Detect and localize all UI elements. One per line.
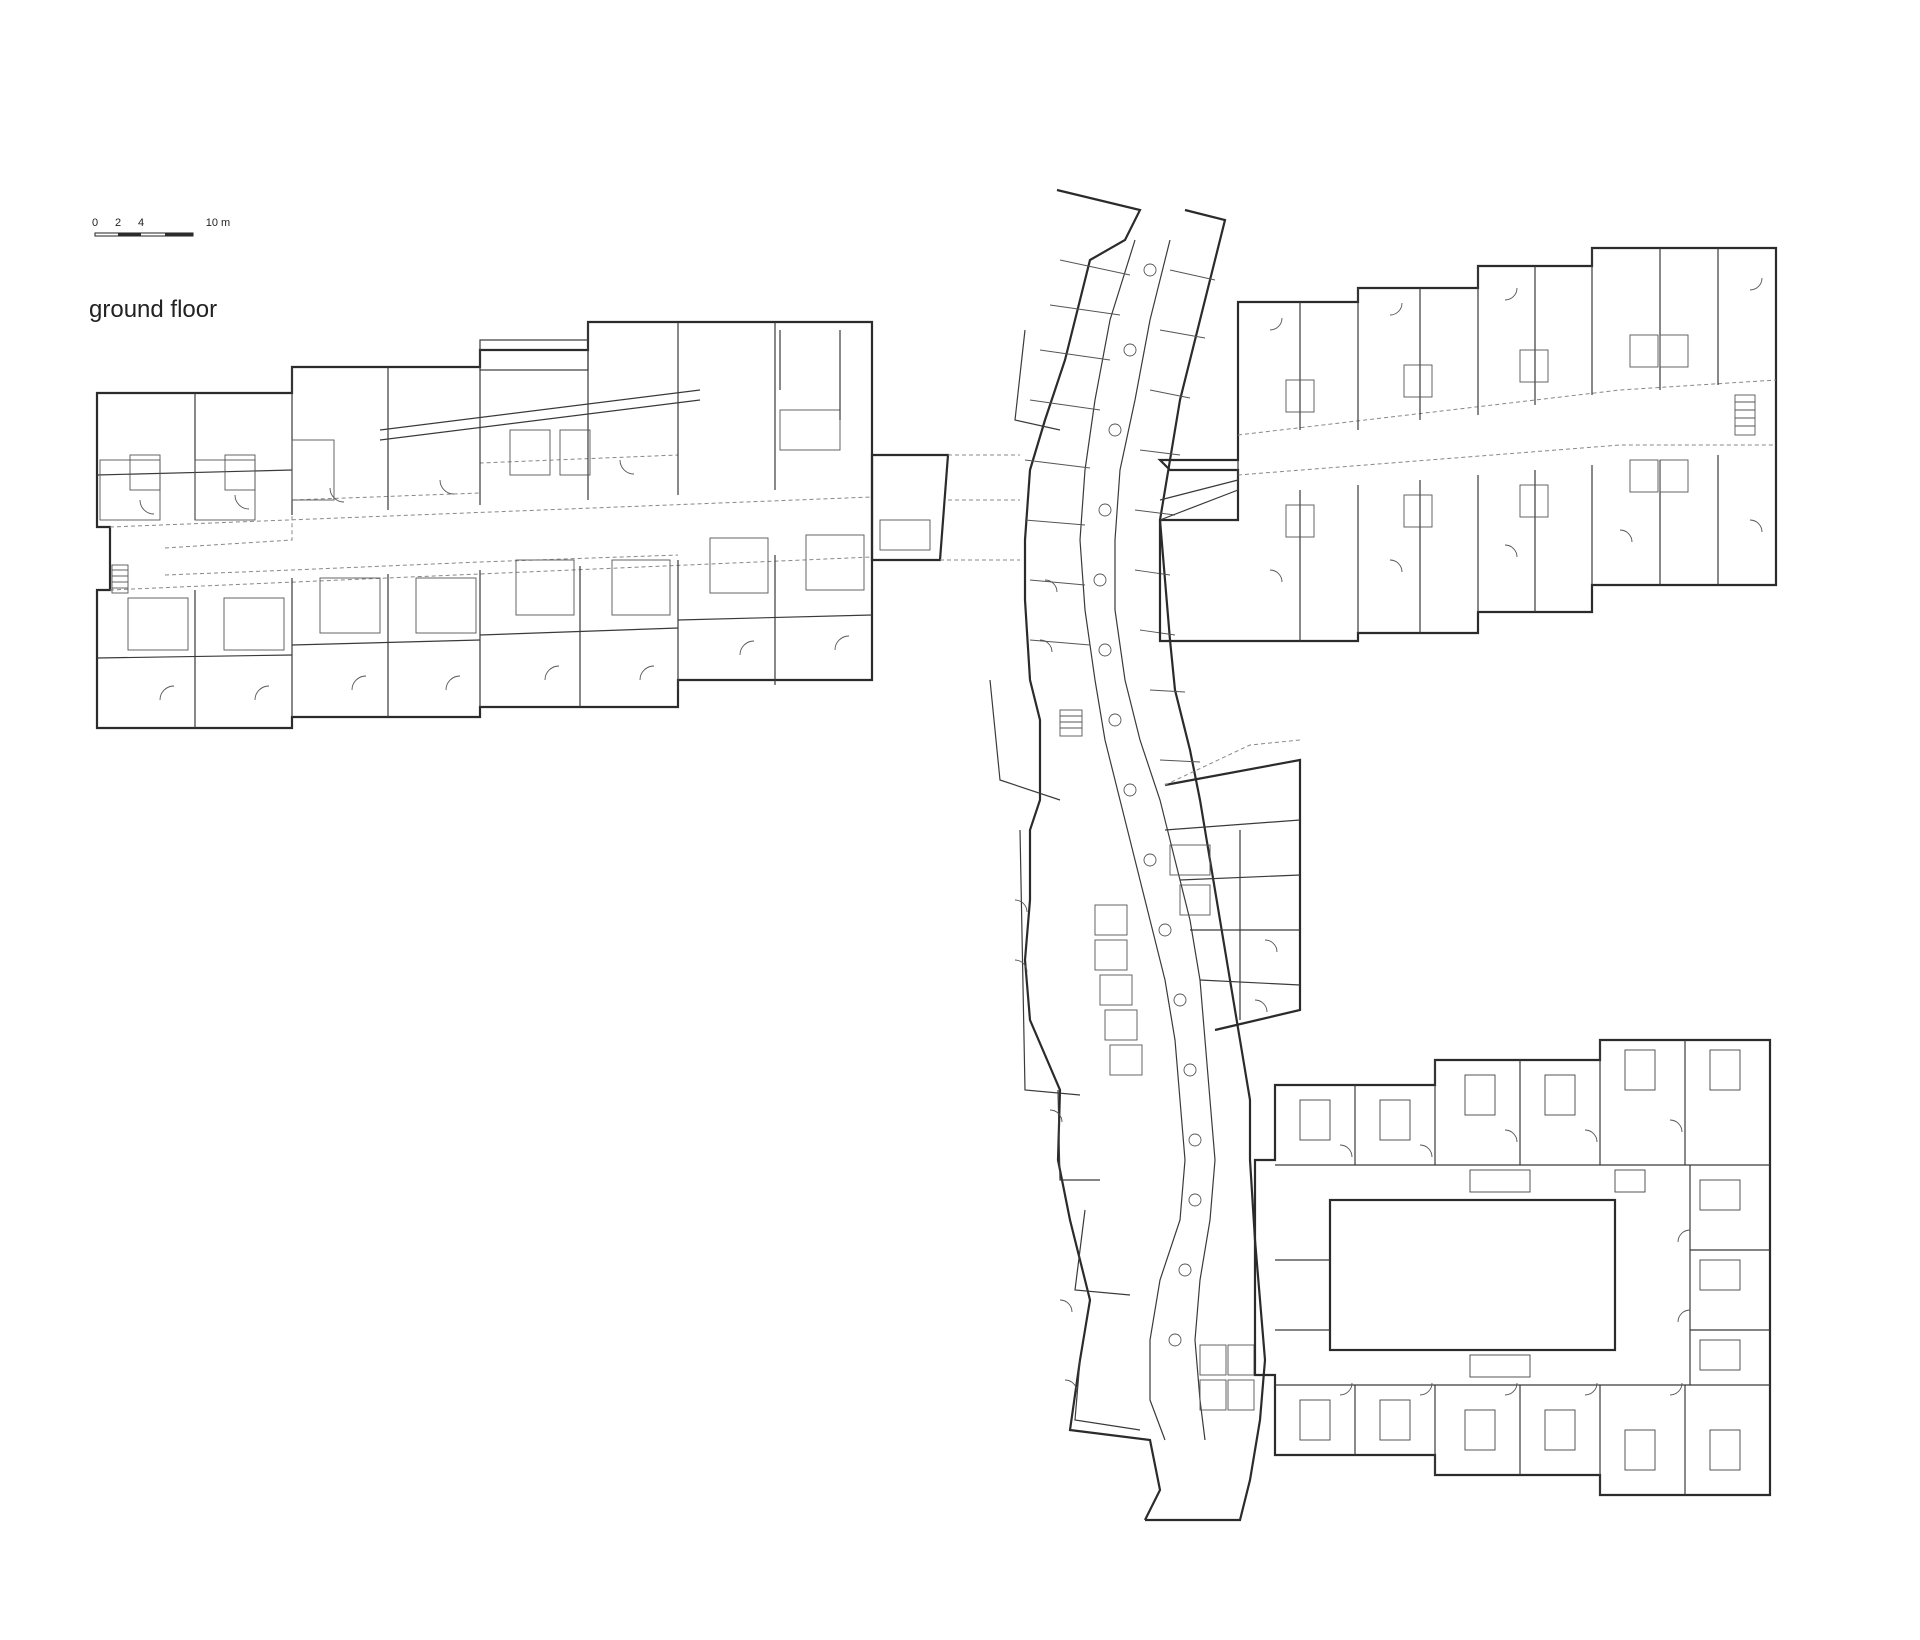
scale-tick-2: 2 <box>115 217 121 229</box>
scale-tick-10m: 10 m <box>206 217 230 229</box>
link-bridge <box>870 453 1020 562</box>
middle-east-block <box>1164 739 1302 1032</box>
curved-spine <box>989 188 1267 1522</box>
plan-title: ground floor <box>89 296 217 323</box>
west-wing <box>95 320 874 730</box>
scale-bar: 0 2 4 10 m <box>92 217 230 237</box>
north-east-wing <box>1157 246 1778 643</box>
scale-tick-4: 4 <box>138 217 144 229</box>
scale-tick-0: 0 <box>92 217 98 229</box>
south-east-wing <box>1253 1038 1772 1497</box>
